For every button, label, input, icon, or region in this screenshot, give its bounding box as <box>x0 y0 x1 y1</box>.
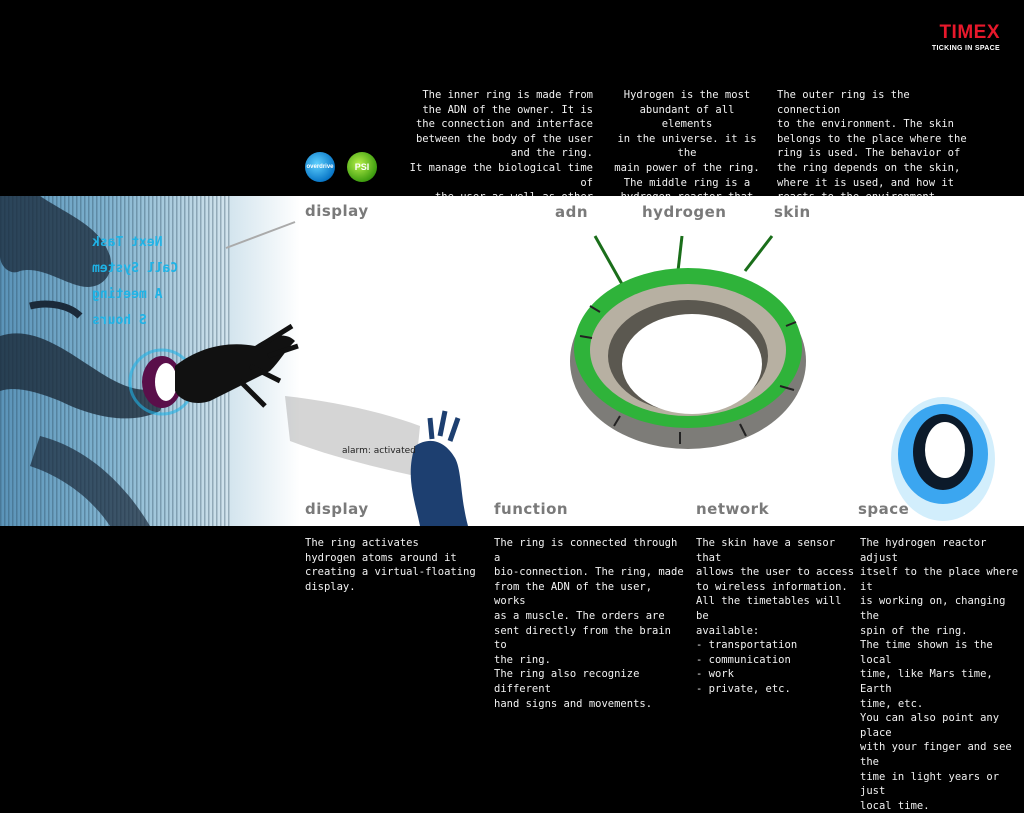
network-section-text: The skin have a sensor that allows the u… <box>696 537 855 695</box>
space-section-text: The hydrogen reactor adjust itself to th… <box>860 537 1019 812</box>
hydrogen-label: hydrogen <box>642 203 727 221</box>
network-section-title: network <box>696 500 770 518</box>
function-section-text: The ring is connected through a bio-conn… <box>494 537 684 710</box>
virtual-display-text: Next Task Call System A meeting S hours <box>92 235 179 328</box>
function-section-title: function <box>494 500 569 518</box>
face-and-hand-illustration <box>0 196 468 526</box>
psi-badge-label: PSI <box>354 162 370 172</box>
space-ring-icon <box>891 397 995 521</box>
display-section-text: The ring activates hydrogen atoms around… <box>305 537 476 593</box>
psi-badge-icon: PSI <box>347 152 377 182</box>
outer-ring-description: The outer ring is the connection to the … <box>777 89 967 203</box>
display-section-title: display <box>305 500 369 518</box>
brand-name: TIMEX <box>939 22 1000 43</box>
illustration-band: Next Task Call System A meeting S hours … <box>0 196 1024 526</box>
brand-logo: TIMEX TICKING IN SPACE <box>932 22 1000 52</box>
display-label-top: display <box>305 202 369 220</box>
hydrogen-description: Hydrogen is the most abundant of all ele… <box>614 89 760 218</box>
adn-label: adn <box>555 203 589 221</box>
overdrive-badge-icon: overdrive <box>305 152 335 182</box>
timex-ring-icon <box>570 235 806 449</box>
alarm-status: alarm: activated <box>342 446 416 456</box>
skin-label: skin <box>774 203 811 221</box>
space-section-title: space <box>858 500 910 518</box>
overdrive-badge-label: overdrive <box>306 164 334 170</box>
brand-tagline: TICKING IN SPACE <box>931 45 1000 52</box>
